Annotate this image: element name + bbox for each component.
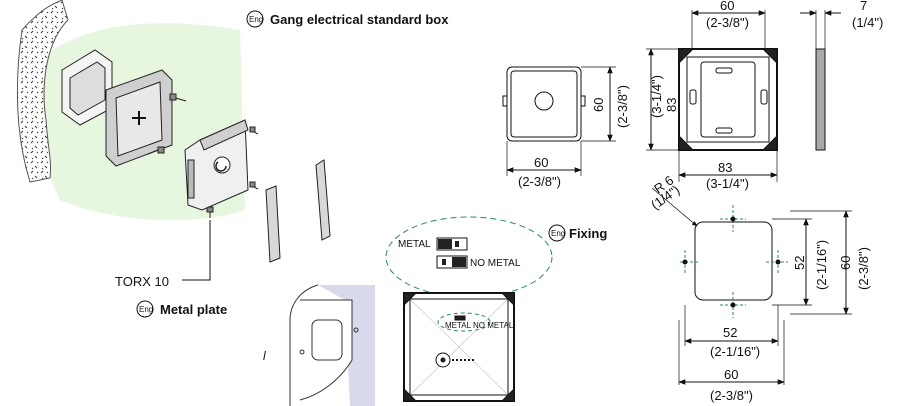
eng-badge-metal-plate: Eng [136,300,154,318]
box-height-in: (2-3/8") [615,85,630,128]
frame-height-mm: 83 [664,98,679,112]
svg-text:METAL NO METAL: METAL NO METAL [445,321,514,330]
device-module [184,119,249,211]
eng-badge-fixing: Eng [548,224,566,242]
wall-texture [16,0,69,183]
fixing-box-drawing: METAL NO METAL [403,292,515,402]
fixing-label: Fixing [569,226,607,241]
frame-bottom-in: (3-1/4") [706,176,749,191]
svg-text:Eng: Eng [249,15,263,24]
hole-outer-h-mm: 60 [838,256,853,270]
frame-top-in: (2-3/8") [706,15,749,30]
metal-label: METAL [398,239,431,250]
box-width-mm: 60 [534,155,548,170]
no-metal-label: NO METAL [470,258,521,269]
hole-outer-h-in: (2-3/8") [856,247,871,290]
depth-mm: 7 [860,0,867,13]
metal-plate-label: Metal plate [160,302,227,317]
frame-top-mm: 60 [720,0,734,13]
box-width-in: (2-3/8") [518,174,561,189]
switch-metal-icon [436,237,468,251]
side-trim [265,159,331,263]
eng-badge-gang: Eng [246,10,264,28]
svg-text:Eng: Eng [139,305,153,314]
frame-bottom-mm: 83 [718,160,732,175]
box-height-mm: 60 [591,98,606,112]
svg-text:Eng: Eng [551,229,565,238]
assembly-illustration: TORX 10 Eng Metal plate [16,0,331,318]
switch-no-metal-icon [436,255,468,269]
stray-glyph: l [263,349,266,363]
frame-side-view [800,10,841,151]
metal-plate-drawing: l [263,284,375,406]
electrical-box [61,49,113,126]
hole-w-in: (2-1/16") [710,344,760,359]
metal-switch-callout: METAL NO METAL [385,216,553,298]
box-front-view [502,66,616,176]
gang-box-title: Gang electrical standard box [270,12,449,27]
frame-height-in: (3-1/4") [649,75,664,118]
torx-label: TORX 10 [115,274,169,289]
hole-h-mm: 52 [792,256,807,270]
hole-outer-w-mm: 60 [724,367,738,382]
hole-outer-w-in: (2-3/8") [710,388,753,403]
lavender-panel [318,285,375,406]
mounting-frame [105,69,173,167]
frame-front-view [646,10,778,182]
hole-w-mm: 52 [723,325,737,340]
cutout-pattern [651,187,852,385]
hole-h-in: (2-1/16") [814,240,829,290]
screw-icon [147,93,259,218]
depth-in: (1/4") [852,15,883,30]
torx-leader [182,220,211,281]
